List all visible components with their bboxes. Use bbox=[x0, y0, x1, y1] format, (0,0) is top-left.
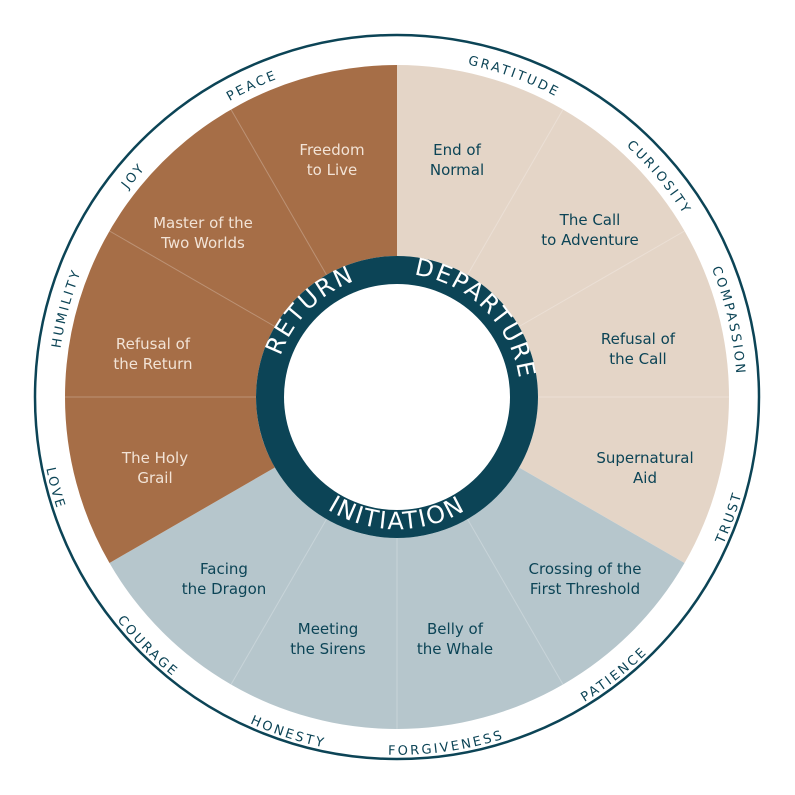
center-hole bbox=[284, 284, 510, 510]
stage-divider bbox=[230, 518, 327, 685]
stage-divider bbox=[230, 109, 327, 276]
phase-sector-return bbox=[65, 65, 397, 397]
phase-sector-initiation bbox=[109, 467, 685, 729]
stage-divider bbox=[518, 230, 685, 327]
stage-divider bbox=[109, 230, 276, 327]
stage-divider bbox=[467, 109, 564, 276]
phase-sector-return-lower bbox=[65, 397, 275, 563]
stage-divider bbox=[467, 518, 564, 685]
phase-sector-departure bbox=[397, 65, 729, 563]
